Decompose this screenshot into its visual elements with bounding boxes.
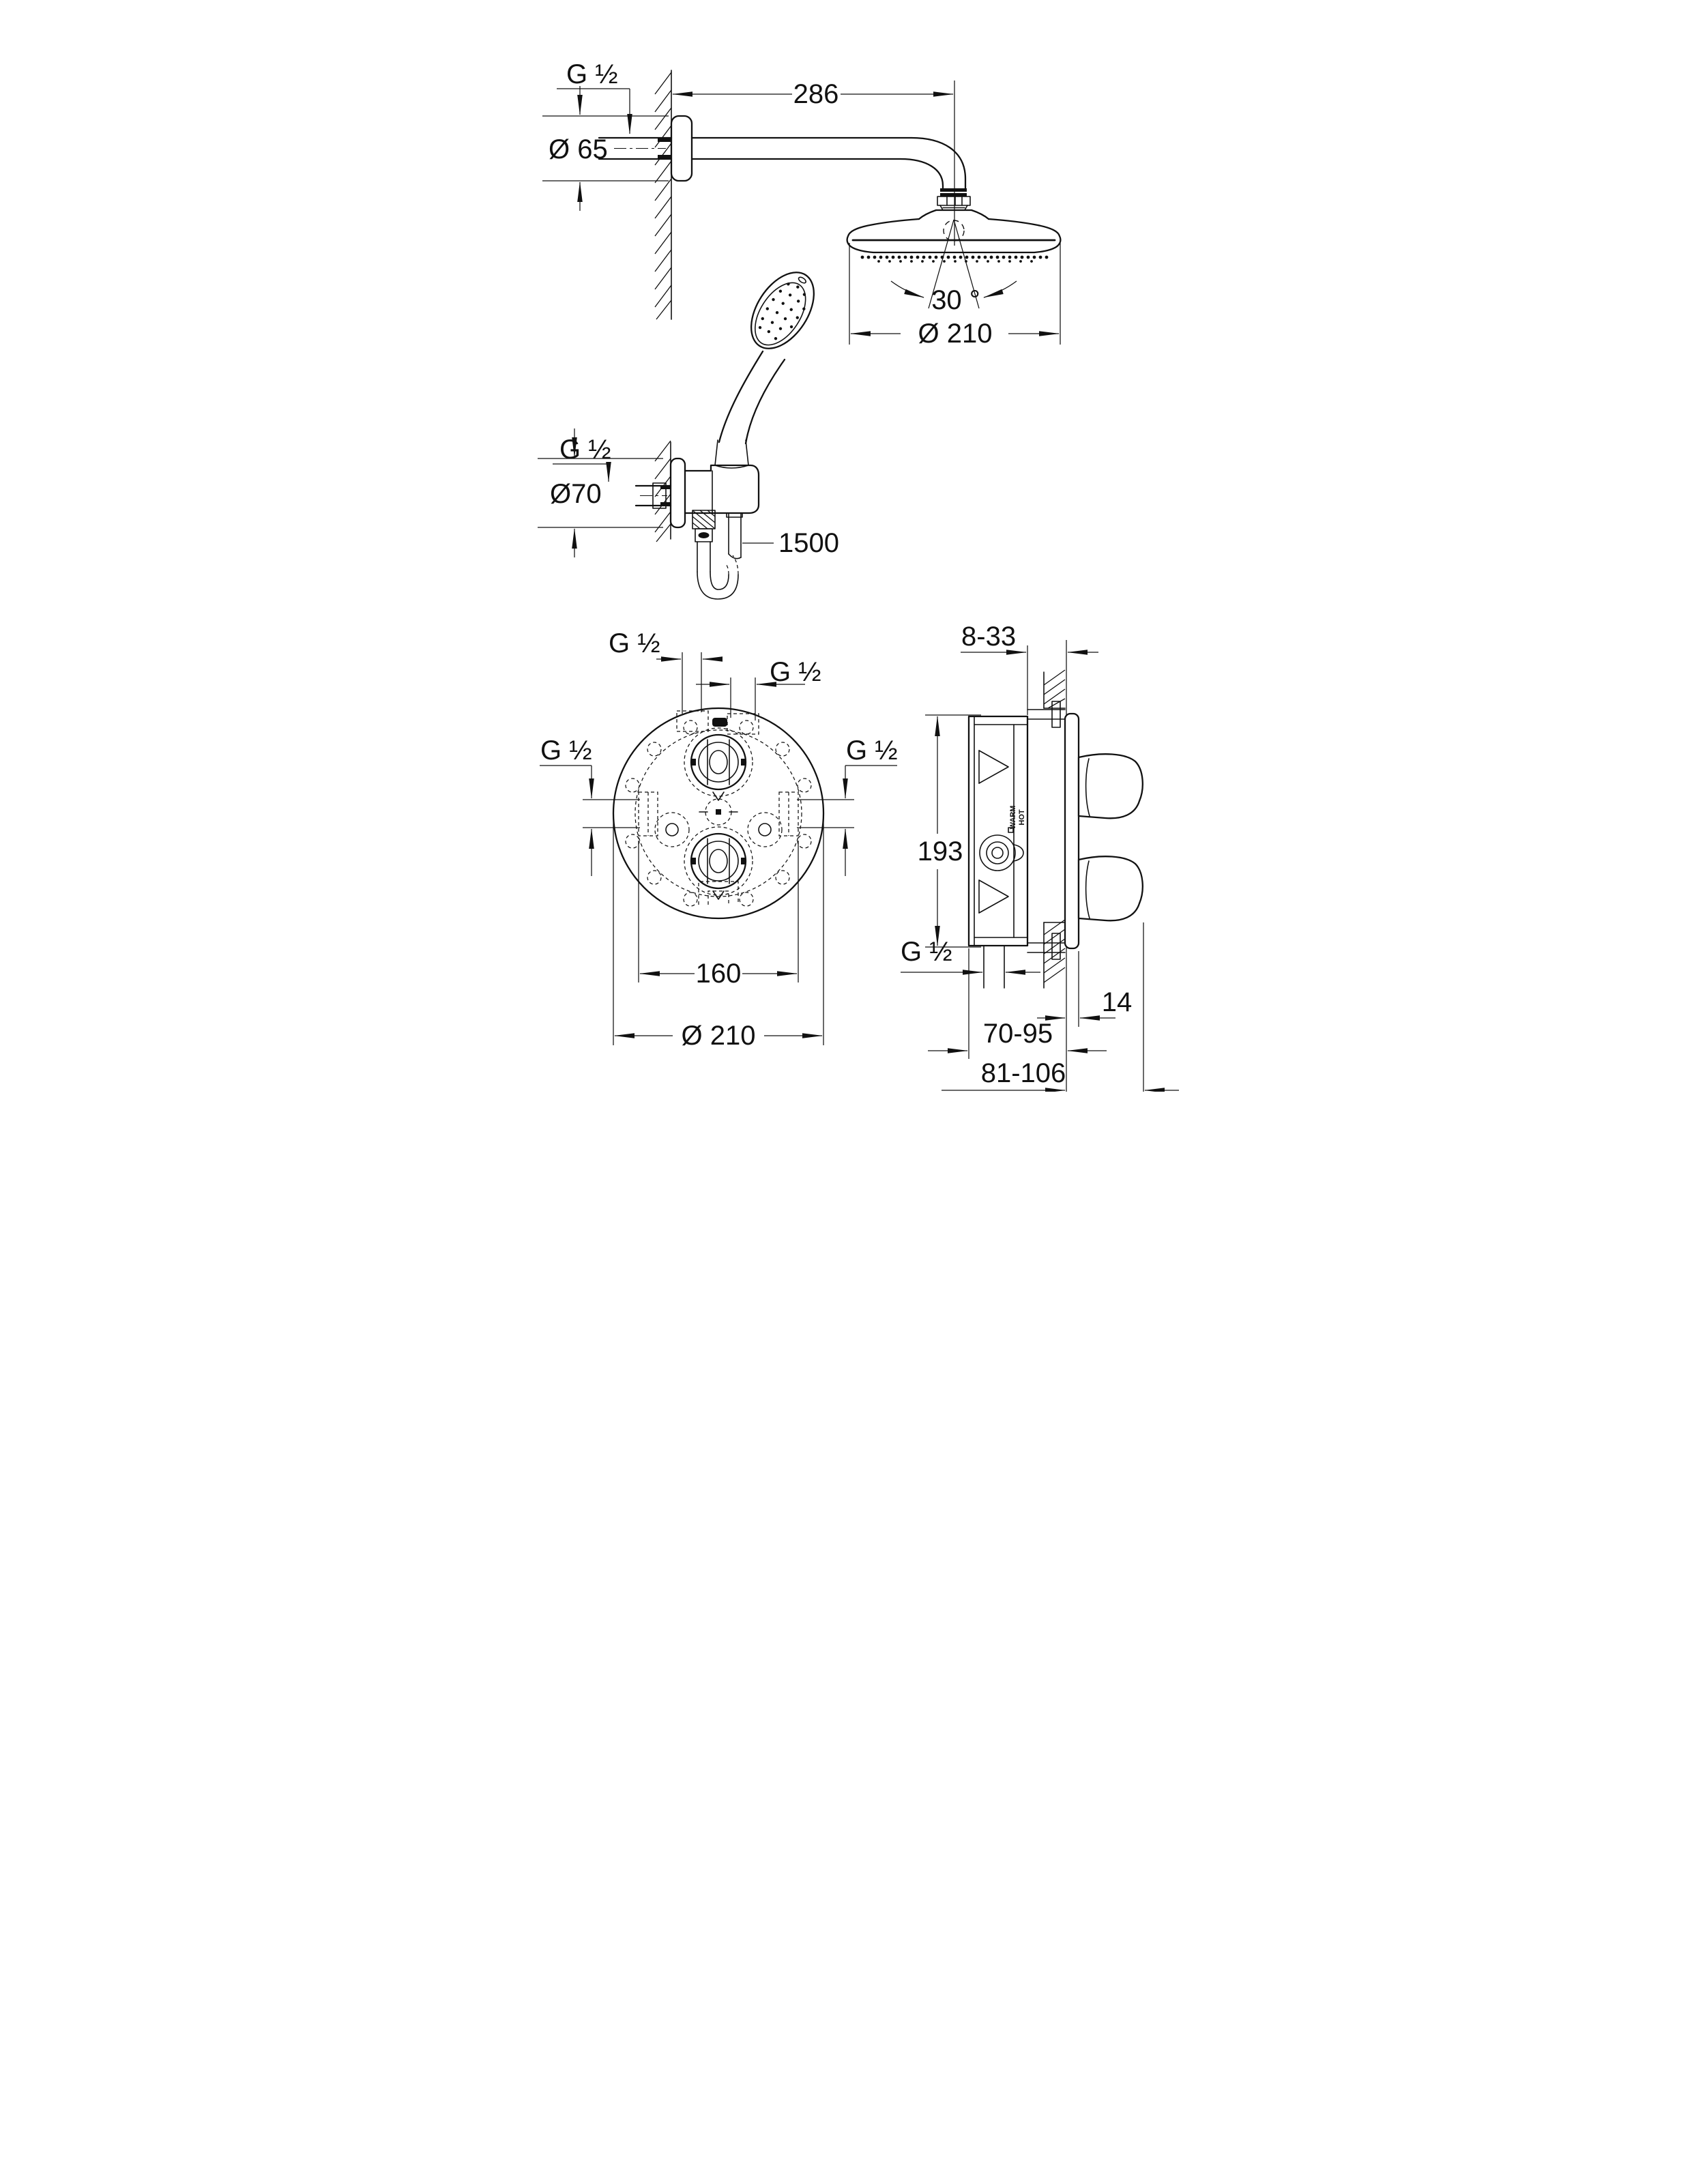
side-thread-label: G ½ (901, 937, 952, 967)
plate-thickness-dimension: 14 (1037, 951, 1132, 1027)
hand-flange-diameter-label: Ø70 (550, 479, 602, 509)
shower-hoses (697, 512, 742, 600)
bottom-port-bracket (698, 881, 739, 905)
warm-hot-marking: WARM HOT (1009, 806, 1026, 830)
head-diameter-dimension: Ø 210 (849, 243, 1061, 349)
hand-thread-label: G ½ (559, 435, 611, 465)
shower-holder (684, 464, 760, 518)
wall-section (654, 70, 672, 320)
side-wall-hatch (1043, 669, 1066, 983)
head-diameter-label: Ø 210 (918, 319, 993, 349)
holder-flange (634, 457, 686, 529)
shower-system-dimension-drawing: 30 ° G ½ Ø 65 286 Ø 210 (423, 0, 1269, 1092)
trim-plate (1064, 712, 1080, 950)
hose-length-dimension: 1500 (742, 528, 839, 558)
top-ports (676, 710, 759, 735)
depth-range-1-label: 70-95 (983, 1019, 1053, 1049)
body-height-dimension: 193 (918, 714, 981, 948)
overhead-thread-dimension: G ½ (557, 59, 632, 134)
side-thread-dimension: G ½ (901, 937, 1040, 975)
plate-thickness-label: 14 (1102, 987, 1133, 1017)
hose-length-label: 1500 (778, 528, 839, 558)
body-height-label: 193 (918, 836, 963, 867)
arm-projection-dimension: 286 (672, 79, 954, 109)
valve-side-view: WARM HOT (901, 622, 1179, 1092)
flange-diameter-dimension: Ø 65 (542, 86, 669, 211)
hose-knurled-nut (692, 510, 716, 542)
front-thread-right-dimension: G ½ (797, 736, 898, 876)
recess-depth-label: 8-33 (961, 622, 1016, 652)
shower-arm (690, 136, 967, 190)
wall-hatch (654, 72, 672, 320)
trim-ring-hidden (634, 729, 802, 897)
overhead-thread-label: G ½ (566, 59, 618, 89)
technical-drawing-page: 30 ° G ½ Ø 65 286 Ø 210 (423, 0, 1269, 1092)
spray-angle-annotation: 30 ° (890, 219, 1017, 315)
center-port-detail (699, 798, 738, 826)
handles-side (1077, 753, 1143, 922)
recess-depth-dimension: 8-33 (961, 622, 1098, 715)
front-thread-top-left-label: G ½ (609, 628, 660, 658)
shower-arm-flange (598, 115, 693, 182)
flange-diameter-label: Ø 65 (549, 134, 608, 164)
overhead-shower-figure: 30 ° G ½ Ø 65 286 Ø 210 (542, 59, 1062, 349)
hand-flange-diameter-dimension: Ø70 (538, 428, 663, 557)
marking-warm-text: WARM (1009, 806, 1017, 830)
valve-body: WARM HOT (967, 715, 1029, 989)
arm-projection-label: 286 (793, 79, 839, 109)
port-spacing-dimension: 160 (638, 841, 799, 989)
hand-shower-head (750, 272, 815, 349)
hand-thread-dimension: G ½ (553, 435, 611, 482)
hand-shower-figure: G ½ Ø70 1500 (538, 272, 839, 600)
marking-hot-text: HOT (1018, 809, 1026, 826)
head-shower (846, 209, 1062, 263)
depth-range-2-dimension: 81-106 (942, 922, 1179, 1092)
depth-range-1-dimension: 70-95 (928, 948, 1107, 1059)
spray-angle-label: 30 ° (931, 285, 980, 315)
side-port-tabs (638, 791, 799, 836)
front-thread-left-label: G ½ (540, 736, 592, 766)
plate-diameter-dimension: Ø 210 (613, 819, 824, 1051)
front-thread-top-right-label: G ½ (770, 657, 821, 687)
rough-in-housing-circle (612, 707, 825, 920)
front-thread-top-left-dimension: G ½ (609, 628, 723, 714)
port-spacing-label: 160 (696, 959, 742, 989)
plate-diameter-label: Ø 210 (682, 1021, 756, 1051)
front-thread-right-label: G ½ (846, 736, 898, 766)
front-thread-top-right-dimension: G ½ (696, 657, 821, 720)
hand-shower-handle (714, 350, 786, 469)
valve-front-view: G ½ G ½ G ½ G ½ (540, 628, 898, 1051)
depth-range-2-label: 81-106 (981, 1058, 1066, 1088)
side-screw-bosses (654, 812, 783, 847)
front-thread-left-dimension: G ½ (540, 736, 640, 876)
